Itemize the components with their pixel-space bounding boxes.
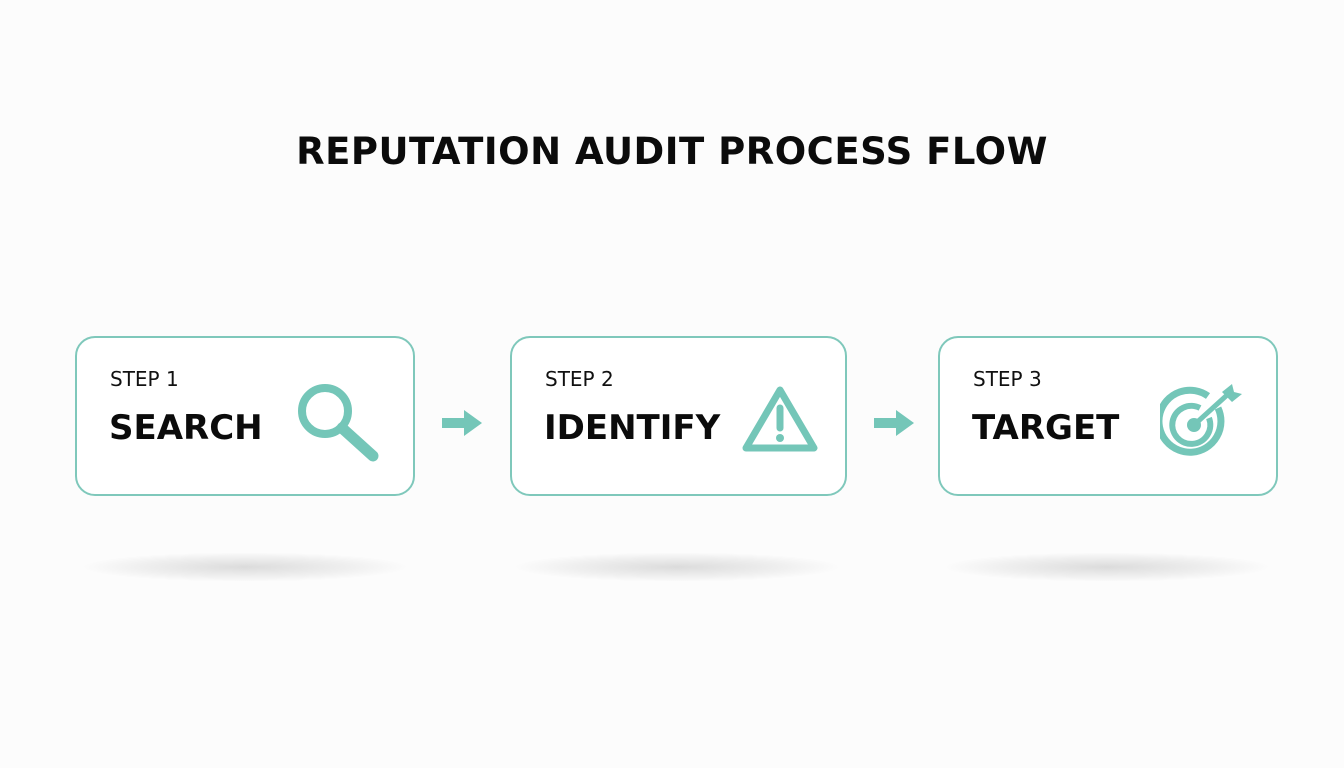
card-shadow — [512, 552, 842, 582]
arrow-right-icon — [442, 410, 482, 436]
step-name: SEARCH — [109, 408, 263, 448]
target-icon — [1160, 384, 1242, 456]
arrow-right-icon — [874, 410, 914, 436]
warning-triangle-icon — [742, 386, 818, 452]
step-card-identify: STEP 2 IDENTIFY — [510, 336, 847, 496]
step-label: STEP 2 — [545, 367, 614, 391]
step-name: IDENTIFY — [544, 408, 721, 448]
step-name: TARGET — [972, 408, 1120, 448]
step-card-target: STEP 3 TARGET — [938, 336, 1278, 496]
magnifying-glass-icon — [298, 384, 379, 462]
step-label: STEP 3 — [973, 367, 1042, 391]
card-shadow — [80, 552, 410, 582]
step-card-search: STEP 1 SEARCH — [75, 336, 415, 496]
diagram-title: REPUTATION AUDIT PROCESS FLOW — [296, 130, 1048, 173]
card-shadow — [942, 552, 1272, 582]
step-label: STEP 1 — [110, 367, 179, 391]
